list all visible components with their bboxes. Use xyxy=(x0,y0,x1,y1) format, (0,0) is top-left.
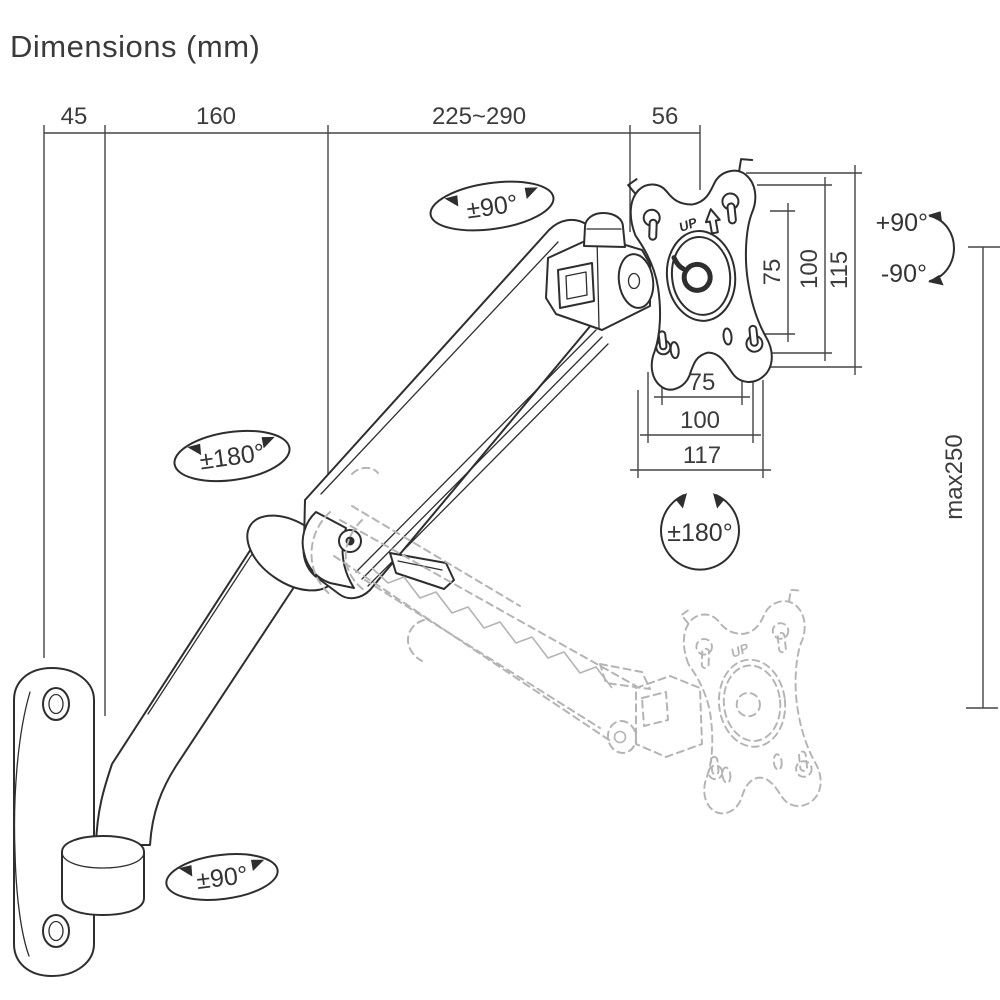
cw-arrow-icon xyxy=(713,493,725,509)
wall-screw-hole-bottom xyxy=(42,914,70,948)
ghost-elbow-arcs xyxy=(310,511,365,597)
tilt-pivot-disc xyxy=(617,253,655,309)
plate-rotation-indicator: ±180° xyxy=(660,493,740,571)
up-arrow-icon xyxy=(704,208,721,235)
vesa-set-screw xyxy=(671,255,686,272)
dim-vesa-h-75: 75 xyxy=(689,369,716,396)
ghost-plate-up-label: UP xyxy=(729,640,752,661)
ghost-pivot-hole xyxy=(613,730,627,744)
ghost-arm-bottom-edge xyxy=(333,555,613,743)
plate-up-label: UP xyxy=(677,214,699,234)
angle-base-swivel: ±90° xyxy=(195,861,250,895)
elbow-rotation-indicator: ±180° xyxy=(173,429,291,483)
ghost-head-slot xyxy=(641,691,669,727)
ghost-arm-line-1 xyxy=(351,505,521,607)
height-range-dim-line xyxy=(966,246,1000,709)
head-box-edge xyxy=(596,237,600,329)
elbow-latch-line xyxy=(397,560,443,571)
dim-height-range: max250 xyxy=(941,434,968,519)
ccw-arrow-icon xyxy=(675,493,687,509)
dimension-lines: 45 160 225~290 56 75 100 115 75 100 117 … xyxy=(43,103,1000,716)
angle-tilt-down: -90° xyxy=(881,260,927,288)
dim-head-depth: 56 xyxy=(652,103,679,130)
tilt-arc xyxy=(929,215,955,282)
tilt-down-arrow-icon xyxy=(928,274,944,286)
angle-plate-rotation: ±180° xyxy=(667,519,732,547)
collar-rim xyxy=(61,851,145,869)
dim-vesa-h-100: 100 xyxy=(680,407,720,434)
dim-lower-arm: 160 xyxy=(196,103,236,130)
cw-arrow-icon xyxy=(251,859,265,872)
ghost-vesa-hub xyxy=(735,691,761,718)
elbow-latch xyxy=(389,552,455,590)
ccw-arrow-icon xyxy=(178,865,193,877)
dim-wall-offset: 45 xyxy=(61,103,88,130)
dim-upper-arm: 225~290 xyxy=(432,103,526,130)
wall-screw-hole-top xyxy=(42,687,70,721)
dim-vesa-h-117: 117 xyxy=(683,442,721,469)
ghost-spring-coil xyxy=(371,567,613,689)
wall-screw-hole-top-inner xyxy=(48,693,64,715)
head-swivel-indicator: ±90° xyxy=(429,180,555,232)
vesa-plate xyxy=(625,156,776,394)
cw-arrow-icon xyxy=(524,187,538,199)
tilt-indicator: +90° -90° xyxy=(876,209,955,288)
page-title: Dimensions (mm) xyxy=(10,29,260,64)
dim-vesa-v-115: 115 xyxy=(826,251,853,289)
head-box-slot xyxy=(557,262,595,309)
dim-vesa-v-75: 75 xyxy=(759,259,786,286)
upper-arm-highlight xyxy=(320,241,559,495)
ghost-head-box xyxy=(635,675,703,758)
ghost-latch xyxy=(599,663,651,690)
vesa-h-dim-lines xyxy=(630,396,771,471)
rotation-circle xyxy=(660,494,740,571)
base-swivel-indicator: ±90° xyxy=(165,853,279,901)
base-swivel-collar xyxy=(61,835,145,916)
ccw-arrow-icon xyxy=(444,195,459,207)
lower-arm xyxy=(95,531,301,846)
rotation-ellipse xyxy=(429,180,555,232)
tilt-up-arrow-icon xyxy=(928,211,943,223)
angle-elbow-rotation: ±180° xyxy=(198,439,267,476)
ccw-arrow-icon xyxy=(187,443,202,456)
angle-head-swivel: ±90° xyxy=(465,190,520,225)
vesa-v-dim-lines xyxy=(787,165,856,375)
ghost-arm-top-edge xyxy=(339,519,637,687)
mount-arm-drawing: UP xyxy=(13,156,776,977)
ghost-arm-lowered-position: UP xyxy=(310,466,825,818)
head-box-slot-inner xyxy=(565,271,588,300)
lower-arm-edge-line xyxy=(147,547,257,715)
angle-tilt-up: +90° xyxy=(876,209,928,237)
top-dim-ticks xyxy=(43,125,701,141)
ghost-vesa-holes xyxy=(678,587,823,789)
wall-plate-contour xyxy=(13,691,31,957)
cw-arrow-icon xyxy=(261,436,275,449)
ghost-vesa-outline xyxy=(679,598,825,818)
ghost-arm-line-2 xyxy=(364,579,601,729)
ghost-pivot-disc xyxy=(606,720,638,754)
rotation-ellipse xyxy=(165,853,279,901)
ghost-spring-cap xyxy=(351,466,379,475)
vesa-center-hub xyxy=(681,261,713,293)
vesa-v-ext-lines xyxy=(738,172,862,368)
dim-vesa-v-100: 100 xyxy=(796,249,823,289)
ghost-vesa-plate xyxy=(678,587,825,818)
wall-screw-hole-bottom-inner xyxy=(48,920,64,942)
head-swivel-cylinder xyxy=(583,212,626,248)
ghost-arm-end-cap xyxy=(407,619,425,662)
tilt-pivot-hole xyxy=(627,272,641,290)
rotation-ellipse xyxy=(173,429,291,483)
